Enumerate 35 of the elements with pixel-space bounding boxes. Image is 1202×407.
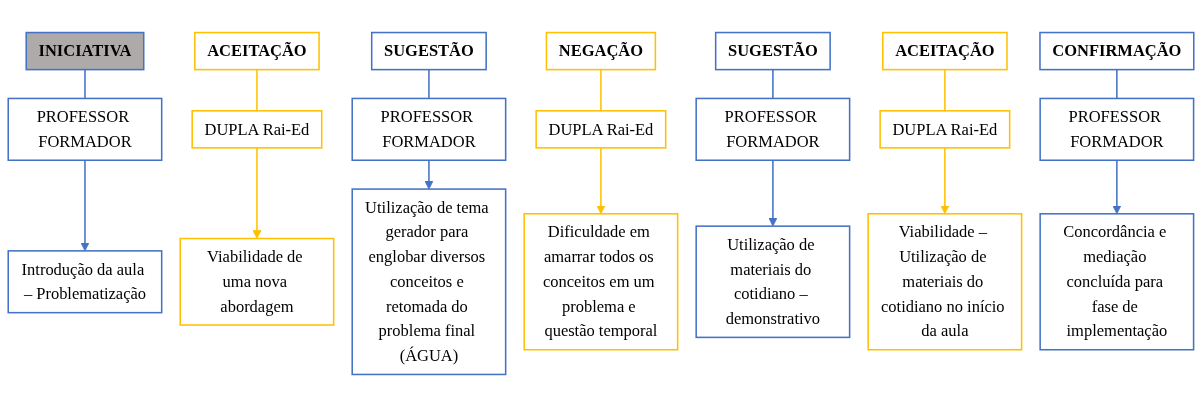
node-box: ACEITAÇÃO xyxy=(882,31,1008,71)
arrow xyxy=(768,159,778,227)
node-box: Concordância e mediação concluída para fase de implementação xyxy=(1039,213,1195,351)
node-box: PROFESSOR FORMADOR xyxy=(7,97,163,161)
connector xyxy=(256,68,258,112)
connector xyxy=(772,68,774,100)
connector xyxy=(944,68,946,112)
node-box: Utilização de tema gerador para englobar diversos conceitos e retomada do problema final (ÁGUA) xyxy=(351,188,507,376)
connector xyxy=(84,68,86,100)
arrow xyxy=(1112,159,1122,215)
node-box: Viabilidade – Utilização de materiais do cotidiano no início da aula xyxy=(867,213,1023,351)
node-box: PROFESSOR FORMADOR xyxy=(695,97,851,161)
arrow xyxy=(596,147,606,215)
node-box: NEGAÇÃO xyxy=(545,31,657,71)
connector xyxy=(600,68,602,112)
node-box: PROFESSOR FORMADOR xyxy=(351,97,507,161)
node-box: SUGESTÃO xyxy=(714,31,831,71)
node-box: SUGESTÃO xyxy=(370,31,487,71)
node-box: Dificuldade em amarrar todos os conceitos em um problema e questão temporal xyxy=(523,213,679,351)
node-box: PROFESSOR FORMADOR xyxy=(1039,97,1195,161)
node-box: DUPLA Rai-Ed xyxy=(191,110,323,149)
arrow xyxy=(940,147,950,215)
arrow xyxy=(252,147,262,239)
arrow xyxy=(424,159,434,190)
node-box: DUPLA Rai-Ed xyxy=(879,110,1011,149)
node-box: Viabilidade de uma nova abordagem xyxy=(179,237,335,326)
node-box: CONFIRMAÇÃO xyxy=(1039,31,1195,71)
node-box: Introdução da aula – Problematização xyxy=(7,250,163,314)
arrow xyxy=(80,159,90,252)
node-box: ACEITAÇÃO xyxy=(194,31,320,71)
node-box: INICIATIVA xyxy=(25,31,145,71)
node-box: DUPLA Rai-Ed xyxy=(535,110,667,149)
node-box: Utilização de materiais do cotidiano – demonstrativo xyxy=(695,225,851,339)
connector xyxy=(428,68,430,100)
connector xyxy=(1116,68,1118,100)
